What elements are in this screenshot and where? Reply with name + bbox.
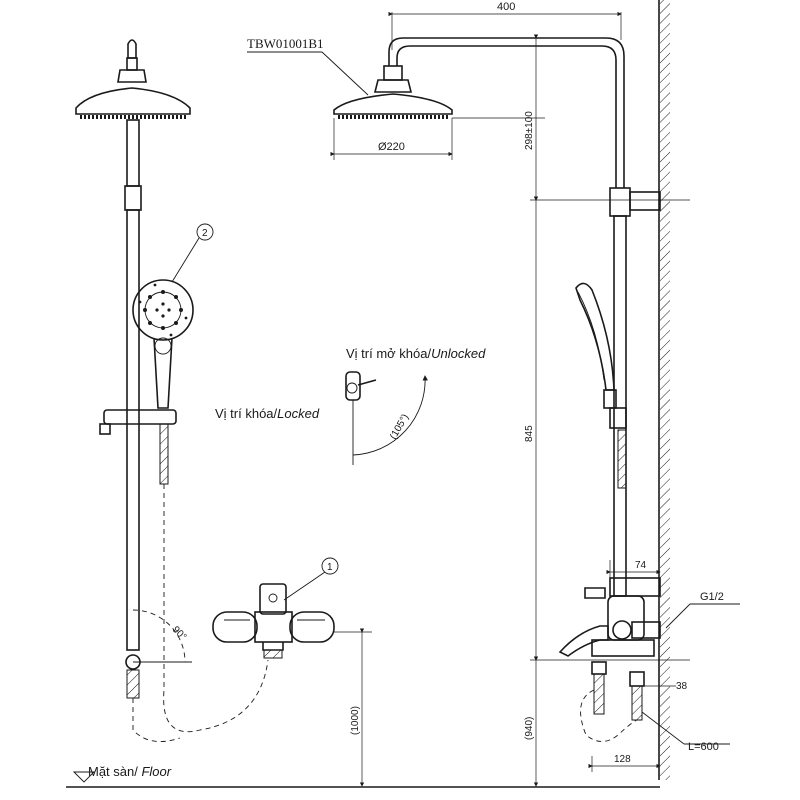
mixer-right-cap	[289, 611, 335, 643]
mixer-side-cartridge	[612, 620, 632, 640]
l600-leader	[641, 711, 685, 745]
locked-label: Vị trí khóa/Locked	[215, 406, 320, 421]
holder-knob	[99, 423, 111, 435]
angle-arc-105	[352, 375, 428, 456]
hand-shower-holes	[138, 283, 188, 337]
rain-shower-head-side	[333, 93, 453, 115]
side-hose-dashed	[580, 689, 638, 742]
mixer-side-top	[609, 577, 661, 597]
dim-38-label: 38	[676, 681, 688, 692]
g12-label: G1/2	[700, 591, 724, 603]
angle-90-label: 90°	[170, 624, 188, 642]
mixer-lever	[259, 583, 287, 615]
arm-connector	[383, 65, 403, 81]
lever-handle	[357, 379, 377, 386]
dim-220-label: Ø220	[378, 141, 405, 153]
callout-2-label: 2	[202, 228, 208, 239]
spout-neck	[262, 642, 284, 651]
top-connector	[126, 57, 138, 71]
spout-aerator	[263, 649, 283, 659]
upper-tube	[126, 119, 140, 187]
unlocked-label: Vị trí mở khóa/Unlocked	[346, 346, 486, 361]
hand-shower-side	[575, 282, 615, 391]
wall-bracket-arm	[629, 191, 661, 211]
floor-symbol	[72, 771, 96, 783]
mixer-front: 1 (1000)	[212, 557, 372, 787]
dim-845-label: 845	[524, 425, 535, 442]
model-leader	[321, 51, 369, 96]
dim-74-label: 74	[635, 560, 647, 571]
shower-arm-outer	[388, 37, 625, 188]
wall-bracket-top	[609, 187, 631, 217]
slider-holder	[103, 409, 177, 425]
tube-joint	[124, 185, 142, 211]
lever-pivot	[346, 382, 358, 394]
head-collar	[117, 69, 147, 83]
mixer-side-base	[591, 639, 655, 657]
callout-1-circle	[321, 557, 339, 575]
side-bottom-hose-b	[631, 685, 643, 721]
side-hose	[617, 429, 627, 489]
dim-298-label: 298±100	[524, 111, 535, 150]
hand-shower-handle	[153, 337, 173, 409]
angle-arc-90	[132, 609, 186, 663]
lock-detail: Vị trí mở khóa/Unlocked Vị trí khóa/Lock…	[215, 346, 486, 465]
callout-1-label: 1	[327, 562, 333, 573]
model-label: TBW01001B1	[247, 36, 324, 51]
mixer-side-spout	[558, 625, 609, 657]
callout-2-circle	[196, 223, 214, 241]
side-head-collar	[373, 79, 413, 93]
lever-body	[345, 371, 361, 401]
lever-indicator	[268, 593, 278, 603]
inlet-connector	[631, 621, 661, 639]
front-view: 90° 2	[75, 39, 269, 743]
side-bottom-hose-a	[593, 673, 605, 715]
mixer-body	[254, 611, 293, 643]
slide-bar	[126, 209, 140, 651]
side-view: TBW01001B1 400 Ø220 298±100 845 (940)	[247, 0, 740, 787]
hose-top	[159, 423, 169, 485]
dim-128-label: 128	[614, 754, 631, 765]
mixer-left-cap	[212, 611, 258, 643]
wall-hatch	[660, 0, 670, 780]
side-holder	[609, 407, 627, 429]
hose-dashed	[163, 484, 269, 732]
dim-400-label: 400	[497, 1, 515, 13]
floor: Mặt sàn/ Floor	[66, 764, 660, 788]
top-nozzle	[127, 39, 137, 59]
bottom-dashed	[132, 698, 181, 743]
bottom-hose	[126, 669, 140, 699]
floor-label: Mặt sàn/ Floor	[88, 764, 172, 779]
hand-shower-face	[132, 279, 194, 341]
mixer-side-lever	[584, 587, 606, 599]
l600-label: L=600	[688, 741, 719, 753]
g12-leader	[665, 603, 691, 629]
dim-940-label: (940)	[524, 717, 535, 740]
callout-2-leader	[171, 237, 200, 283]
shower-arm-inner	[396, 45, 617, 188]
angle-105-label: (105°)	[388, 412, 411, 441]
callout-1-leader	[283, 571, 326, 601]
dim-1000-label: (1000)	[350, 706, 361, 735]
rain-shower-head-front	[75, 87, 191, 115]
